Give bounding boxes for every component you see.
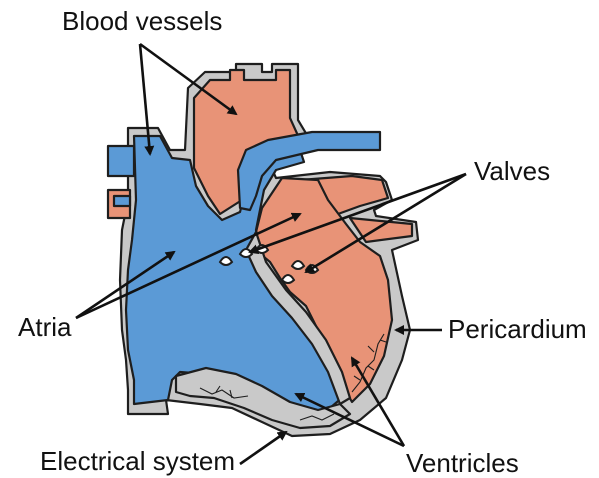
valve-1 — [240, 249, 252, 257]
vein-left-upper — [108, 146, 134, 176]
heart-illustration — [108, 64, 418, 436]
vein-left-lower — [114, 196, 130, 206]
valve-6 — [282, 275, 294, 283]
label-valves: Valves — [474, 156, 550, 186]
label-electrical-system: Electrical system — [40, 446, 235, 476]
arrow-electrical-system — [240, 432, 286, 464]
valve-3 — [292, 261, 304, 269]
label-blood-vessels: Blood vessels — [62, 6, 222, 36]
label-ventricles: Ventricles — [406, 448, 519, 478]
label-pericardium: Pericardium — [448, 314, 587, 344]
valve-5 — [220, 257, 232, 265]
label-atria: Atria — [18, 312, 72, 342]
